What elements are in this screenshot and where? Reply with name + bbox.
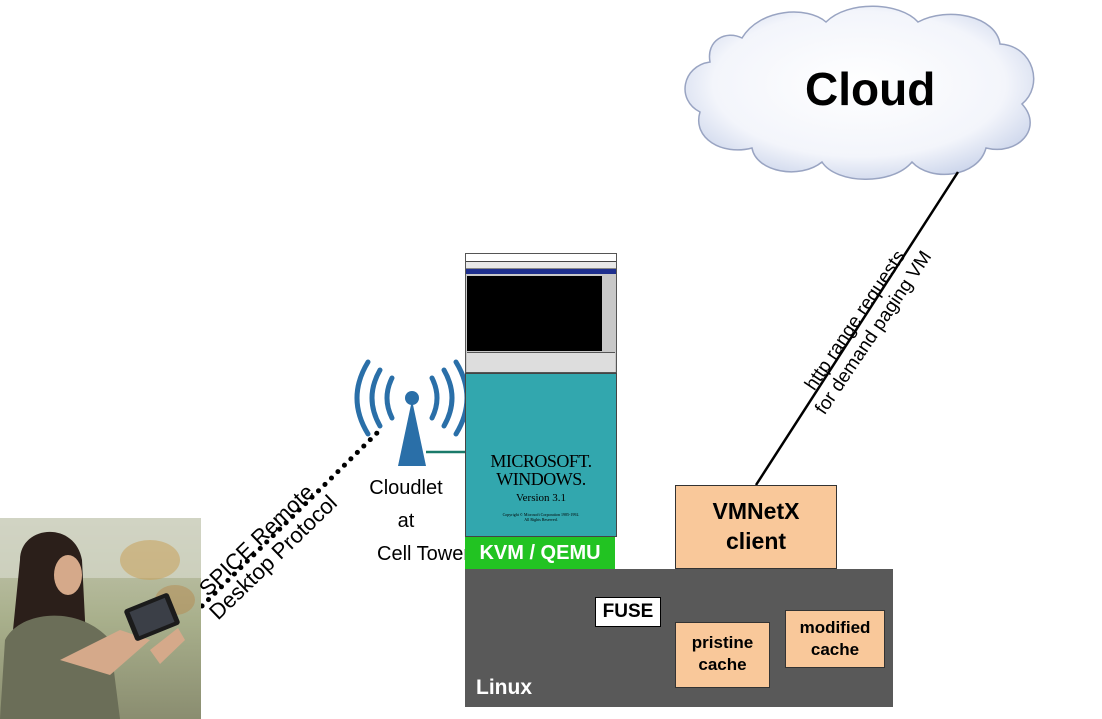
cloud-label: Cloud (805, 63, 936, 115)
cloudlet-label: Cloudlet at Cell Tower (346, 472, 470, 571)
windows-splash-screen: MICROSOFT. WINDOWS. Version 3.1 Copyrigh… (465, 373, 617, 537)
windows-copyright: Copyright © Microsoft Corporation 1985-1… (466, 512, 616, 522)
vmnetx-label-line1: VMNetX (712, 498, 800, 524)
guest-app-lower-panels (467, 352, 615, 372)
modified-cache-line2: cache (810, 640, 860, 659)
linux-label: Linux (476, 676, 532, 699)
kvm-qemu-box: KVM / QEMU (465, 537, 615, 569)
guest-app-menubar (466, 262, 616, 269)
vmnetx-label-line2: client (725, 528, 787, 554)
pristine-cache-line1: pristine (691, 633, 754, 652)
guest-app-titlebar (466, 254, 616, 262)
fuse-box: FUSE (595, 597, 661, 627)
guest-app-map-area (467, 276, 602, 351)
vmnetx-client-box: VMNetX client (675, 485, 837, 569)
guest-app-screenshot (465, 253, 617, 373)
windows-brand-line1: MICROSOFT. (490, 451, 592, 471)
pristine-cache-line2: cache (698, 655, 747, 674)
modified-cache-line1: modified (799, 618, 871, 637)
windows-brand: MICROSOFT. WINDOWS. (466, 452, 616, 488)
user-with-tablet-photo (0, 518, 201, 719)
cloudlet-label-line1: Cloudlet (369, 477, 443, 499)
windows-brand-line2: WINDOWS. (496, 469, 586, 489)
cloudlet-label-line2: at (397, 510, 415, 532)
modified-cache-box: modified cache (785, 610, 885, 668)
cloud-shape (684, 5, 1035, 180)
windows-copyright-line2: All Rights Reserved. (524, 517, 558, 522)
windows-version: Version 3.1 (515, 492, 567, 504)
cloudlet-label-line3: Cell Tower (377, 543, 470, 565)
pristine-cache-box: pristine cache (675, 622, 770, 688)
http-link-line (754, 171, 960, 486)
guest-app-statusbar (466, 269, 616, 274)
cell-tower-antenna-icon (354, 359, 470, 466)
windows-copyright-line1: Copyright © Microsoft Corporation 1985-1… (502, 512, 580, 517)
